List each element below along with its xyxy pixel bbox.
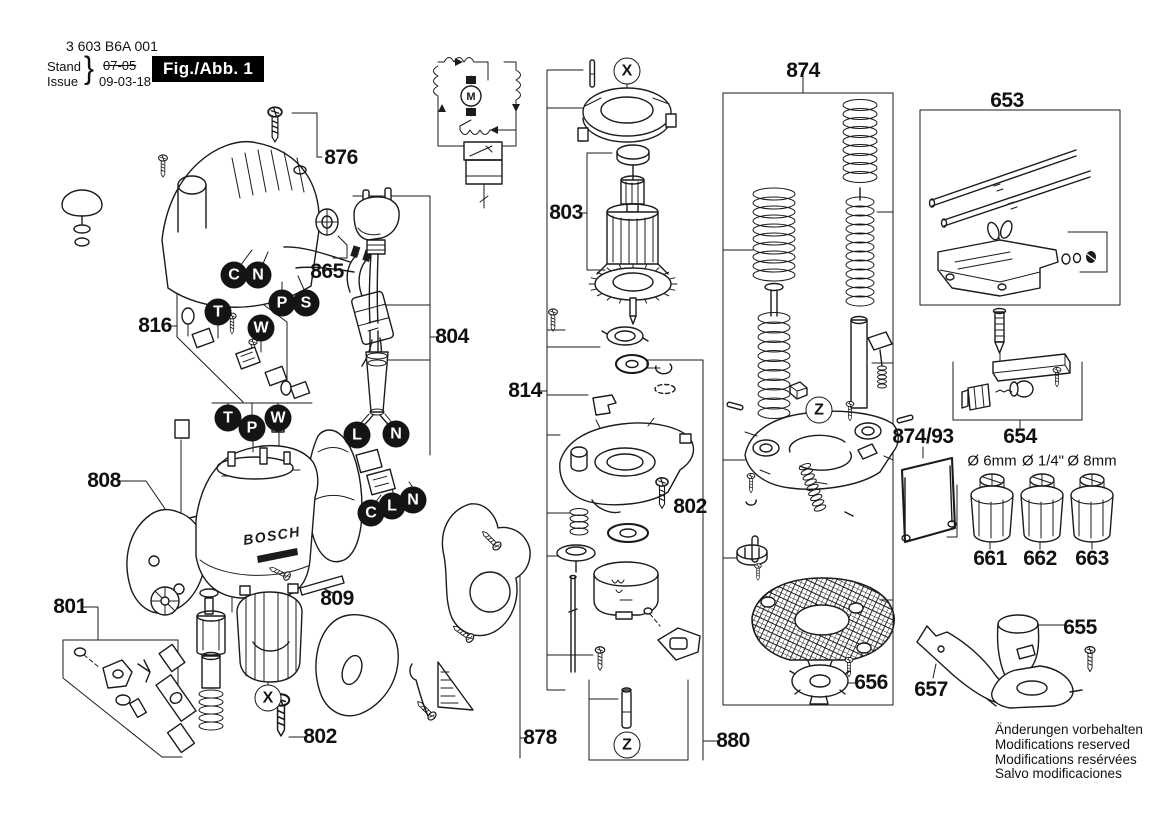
brush-set-816 bbox=[181, 307, 311, 400]
issue-date: 09-03-18 bbox=[99, 74, 152, 89]
part-label-803: 803 bbox=[549, 201, 583, 224]
notice-line: Modifications resérvées bbox=[995, 751, 1137, 767]
collet-size-label: Ø 6mm bbox=[967, 452, 1017, 470]
main-housing: BOSCH bbox=[126, 429, 363, 615]
part-label-655: 655 bbox=[1063, 616, 1097, 639]
callout-X: X bbox=[613, 57, 641, 85]
superseded-date: 07-05 bbox=[103, 58, 137, 73]
part-label-880: 880 bbox=[716, 729, 750, 752]
part-label-662: 662 bbox=[1023, 547, 1057, 570]
notice-line: Änderungen vorbehalten bbox=[995, 722, 1143, 737]
callout-W: W bbox=[264, 404, 292, 432]
callout-W: W bbox=[247, 314, 275, 342]
brace-glyph: } bbox=[84, 51, 95, 86]
issue-label: Issue bbox=[47, 74, 79, 89]
part-label-874-93: 874/93 bbox=[892, 425, 954, 448]
part-label-657: 657 bbox=[914, 678, 948, 701]
callout-C: C bbox=[220, 261, 248, 289]
plunge-springs-874 bbox=[726, 99, 914, 424]
collet-size-label: Ø 1/4" bbox=[1021, 452, 1065, 470]
part-label-808: 808 bbox=[87, 469, 121, 492]
part-label-801: 801 bbox=[53, 595, 87, 618]
part-label-654: 654 bbox=[1003, 425, 1037, 448]
dust-hood-655 bbox=[985, 614, 1096, 709]
callout-P: P bbox=[268, 289, 296, 317]
collets bbox=[970, 473, 1114, 543]
figure-label: Fig./Abb. 1 bbox=[152, 56, 265, 82]
part-label-865: 865 bbox=[310, 260, 344, 283]
cord-clamp bbox=[355, 448, 396, 496]
part-label-814: 814 bbox=[508, 379, 542, 402]
part-label-653: 653 bbox=[990, 89, 1024, 112]
notice-line: Salvo modificaciones bbox=[995, 766, 1122, 782]
field-stator bbox=[236, 583, 303, 683]
wiring-diagram bbox=[433, 57, 521, 209]
bearing-plate-814 bbox=[548, 308, 695, 514]
switch-parts-865 bbox=[239, 208, 394, 367]
callout-L: L bbox=[343, 421, 371, 449]
part-label-878: 878 bbox=[523, 726, 557, 749]
callout-S: S bbox=[292, 289, 320, 317]
part-label-874: 874 bbox=[786, 59, 820, 82]
part-label-809: 809 bbox=[320, 587, 354, 610]
handle-grips-878 bbox=[267, 503, 531, 723]
model-number: 3 603 B6A 001 bbox=[66, 38, 158, 54]
part-label-804: 804 bbox=[435, 325, 469, 348]
motor-cover-876 bbox=[61, 106, 320, 308]
part-label-656: 656 bbox=[854, 671, 888, 694]
part-label-876: 876 bbox=[324, 146, 358, 169]
callout-N: N bbox=[399, 486, 427, 514]
wrench-657 bbox=[916, 625, 1006, 705]
depth-stop-801 bbox=[73, 586, 226, 754]
callout-Z: Z bbox=[613, 731, 641, 759]
callout-P: P bbox=[238, 414, 266, 442]
motor-symbol: M bbox=[466, 91, 475, 103]
notice-line: Modifications reserved bbox=[995, 736, 1131, 752]
armature-803 bbox=[577, 59, 678, 325]
part-label-802: 802 bbox=[303, 725, 337, 748]
callout-T: T bbox=[214, 404, 242, 432]
stand-label: Stand bbox=[47, 59, 81, 74]
sole-plate-group bbox=[736, 544, 895, 705]
callout-T: T bbox=[204, 298, 232, 326]
part-label-663: 663 bbox=[1075, 547, 1109, 570]
subbase-plate bbox=[744, 400, 899, 563]
callout-Z: Z bbox=[805, 396, 833, 424]
power-cord-804 bbox=[353, 187, 400, 432]
callout-X: X bbox=[254, 684, 282, 712]
edge-guide-653 bbox=[928, 149, 1096, 354]
chip-guard-874-93 bbox=[900, 456, 957, 544]
speed-control-column bbox=[556, 508, 701, 729]
part-label-816: 816 bbox=[138, 314, 172, 337]
callout-N: N bbox=[382, 420, 410, 448]
fine-adjust-654 bbox=[961, 353, 1071, 411]
callout-N: N bbox=[244, 261, 272, 289]
collet-size-label: Ø 8mm bbox=[1067, 452, 1117, 470]
part-label-802: 802 bbox=[673, 495, 707, 518]
part-label-661: 661 bbox=[973, 547, 1007, 570]
